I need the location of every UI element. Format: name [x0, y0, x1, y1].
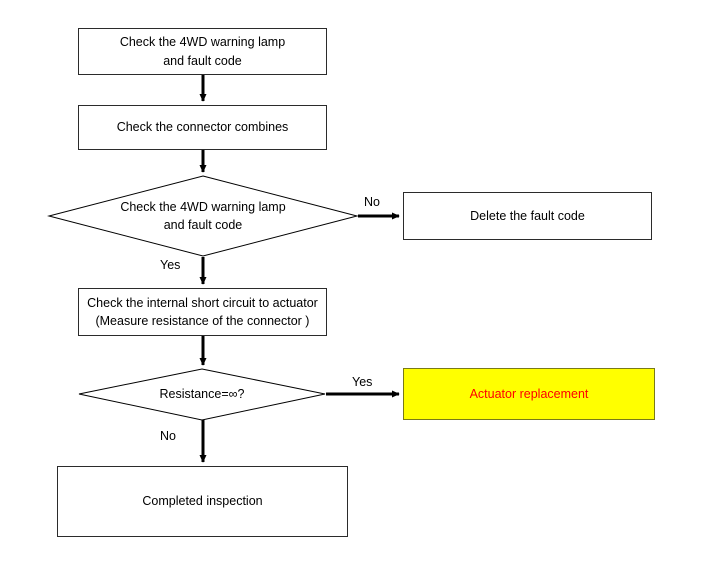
- node-completed-inspection[interactable]: Completed inspection: [57, 466, 348, 537]
- node-start-check[interactable]: Check the 4WD warning lamp and fault cod…: [78, 28, 327, 75]
- edge-label-lamp-no: No: [364, 195, 380, 209]
- lamp-decision-shape: [47, 175, 359, 257]
- node-lamp-decision[interactable]: Check the 4WD warning lamp and fault cod…: [47, 175, 359, 257]
- edge-label-resistance-yes: Yes: [352, 375, 373, 389]
- resistance-decision-shape: [78, 368, 326, 421]
- edge-label-resistance-no: No: [160, 429, 176, 443]
- node-connector-check-label: Check the connector combines: [116, 120, 289, 135]
- node-short-circuit-check-label: Check the internal short circuit to actu…: [87, 295, 318, 328]
- node-short-circuit-check[interactable]: Check the internal short circuit to actu…: [78, 288, 327, 336]
- node-delete-fault-code-label: Delete the fault code: [470, 208, 585, 223]
- node-completed-inspection-label: Completed inspection: [142, 494, 263, 509]
- node-resistance-decision[interactable]: Resistance=∞?: [78, 368, 326, 421]
- node-start-check-label: Check the 4WD warning lamp and fault cod…: [119, 35, 286, 68]
- node-delete-fault-code[interactable]: Delete the fault code: [403, 192, 652, 240]
- node-actuator-replacement[interactable]: Actuator replacement: [403, 368, 655, 420]
- node-actuator-replacement-label: Actuator replacement: [469, 386, 589, 401]
- node-connector-check[interactable]: Check the connector combines: [78, 105, 327, 150]
- edge-label-lamp-yes: Yes: [160, 258, 181, 272]
